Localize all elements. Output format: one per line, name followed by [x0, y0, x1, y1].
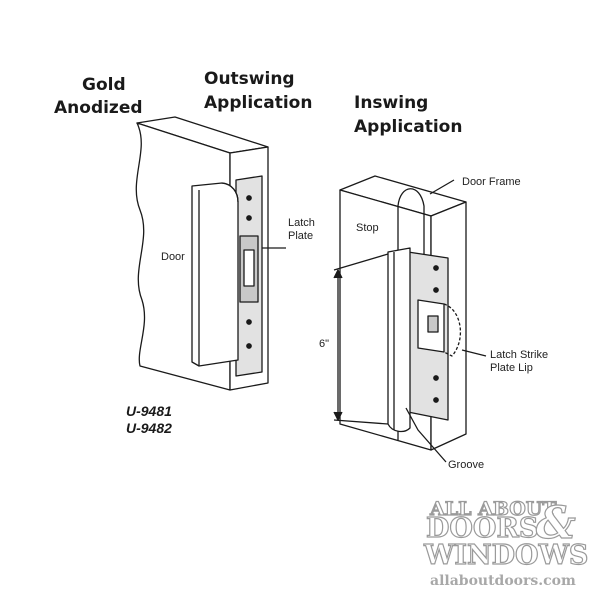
inswing-cover-plate	[387, 247, 411, 433]
latch-plate-label-line1: Latch	[288, 217, 315, 229]
door-frame-label: Door Frame	[462, 176, 521, 188]
door-frame-leader	[429, 179, 455, 195]
inswing-heading-line1: Inswing	[354, 93, 429, 113]
stop-label: Stop	[356, 222, 379, 234]
finish-label-line2: Anodized	[54, 98, 143, 118]
outswing-heading-line2: Application	[204, 93, 313, 113]
outswing-latch-plate	[235, 175, 263, 377]
latch-strike-leader	[461, 349, 487, 357]
inswing-strike-plate	[407, 251, 462, 421]
watermark-line3: WINDOWS	[423, 539, 589, 571]
door-label: Door	[161, 251, 185, 263]
latch-strike-label-line1: Latch Strike	[490, 349, 549, 361]
latch-strike-label-line2: Plate Lip	[490, 362, 533, 374]
six-inch-dimension	[333, 253, 389, 425]
outswing-heading-line1: Outswing	[204, 69, 295, 89]
groove-label: Groove	[448, 459, 485, 471]
watermark-url: allaboutdoors.com	[430, 573, 576, 589]
groove-leader	[405, 407, 447, 463]
watermark-line2: DOORS	[425, 512, 539, 544]
latch-plate-label-line2: Plate	[288, 230, 314, 242]
outswing-cover-plate	[191, 182, 239, 367]
inswing-heading-line2: Application	[354, 117, 463, 137]
model-number-2: U-9482	[126, 420, 172, 436]
dimension-label: 6"	[319, 338, 330, 350]
watermark-line1: ALL ABOUT	[429, 497, 557, 520]
model-number-1: U-9481	[126, 403, 172, 419]
watermark-ampersand: &	[535, 497, 576, 549]
finish-label-line1: Gold	[82, 75, 126, 95]
